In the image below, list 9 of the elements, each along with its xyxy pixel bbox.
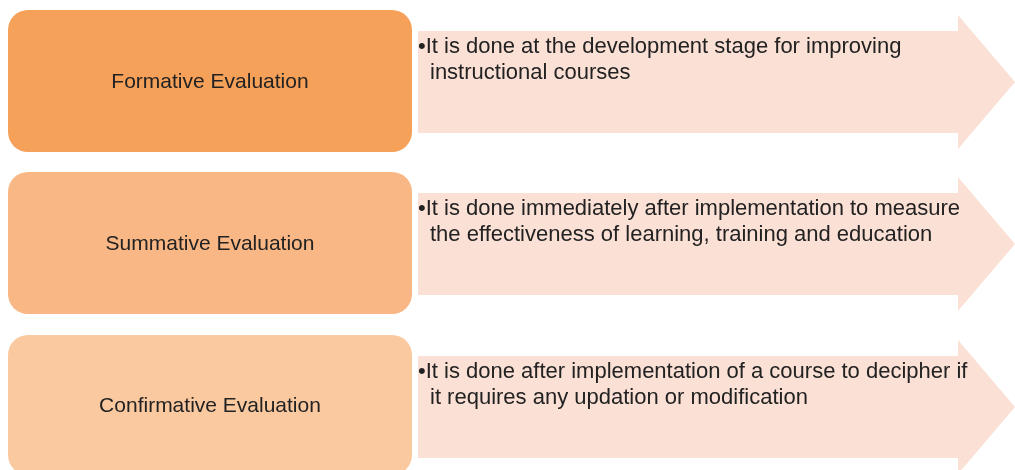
box-label: Confirmative Evaluation — [99, 393, 321, 417]
bullet-text: •It is done immediately after implementation to measure the effectiveness of learning, training and education — [418, 195, 962, 247]
bullet-text: •It is done at the development stage for improving instructional courses — [418, 33, 903, 85]
bullet-text: •It is done after implementation of a course to decipher if it requires any updation or modification — [418, 358, 968, 410]
label-box — [8, 172, 412, 314]
box-label: Formative Evaluation — [111, 69, 309, 93]
label-box — [8, 335, 412, 470]
label-box — [8, 10, 412, 152]
box-label: Summative Evaluation — [105, 231, 315, 255]
